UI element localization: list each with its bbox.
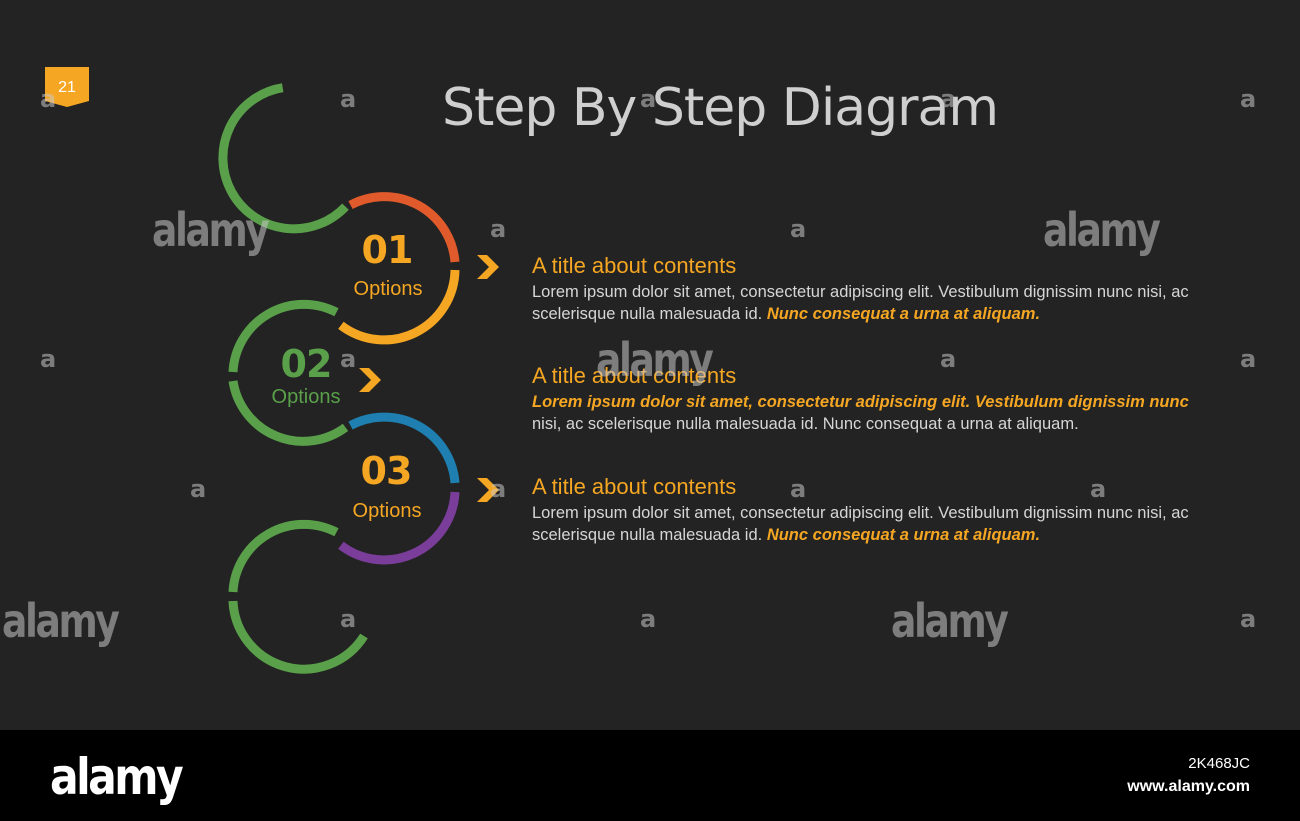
step-01-title: A title about contents — [532, 253, 737, 278]
footer-url[interactable]: www.alamy.com — [1127, 778, 1250, 795]
slide-title: Step By Step Diagram — [441, 78, 999, 138]
watermark-small: a — [190, 475, 207, 503]
ring-top — [218, 83, 349, 234]
step-03-label: Options — [352, 500, 422, 522]
step-01-highlight: Nunc consequat a urna at aliquam. — [766, 305, 1041, 323]
step-03-text: Lorem ipsum dolor sit amet, consectetur … — [532, 504, 1189, 544]
step-03-highlight: Nunc consequat a urna at aliquam. — [766, 526, 1041, 544]
watermark-small: a — [340, 345, 357, 373]
step-01-label: Options — [353, 278, 423, 300]
step-02-label: Options — [271, 386, 341, 408]
watermark-small: a — [40, 345, 57, 373]
ring-03-top — [348, 412, 460, 484]
ring-01-top — [348, 192, 460, 263]
ring-02-bottom — [228, 380, 349, 446]
watermark-small: a — [940, 85, 957, 113]
chevron-right-icon — [477, 478, 499, 502]
step-02-description: Lorem ipsum dolor sit amet, consectetur … — [532, 391, 1212, 435]
step-02-number: 02 — [280, 342, 333, 386]
image-id: 2K468JC — [1188, 755, 1250, 772]
watermark: alamy — [152, 203, 270, 257]
watermark-small: a — [1240, 605, 1257, 633]
step-01-content: A title about contents Lorem ipsum dolor… — [532, 253, 1212, 325]
watermark-small: a — [1240, 345, 1257, 373]
footer-logo: alamy — [50, 748, 184, 806]
step-03-number: 03 — [360, 449, 413, 493]
watermark-small: a — [640, 85, 657, 113]
footer-bar: alamy 2K468JC www.alamy.com — [0, 730, 1300, 821]
chevron-right-icon — [477, 255, 499, 279]
watermark-small: a — [790, 215, 807, 243]
step-01-description: Lorem ipsum dolor sit amet, consectetur … — [532, 281, 1212, 325]
ring-03-bottom — [338, 491, 460, 565]
step-03-content: A title about contents Lorem ipsum dolor… — [532, 474, 1212, 546]
step-02-content: A title about contents Lorem ipsum dolor… — [532, 363, 1212, 435]
step-03-description: Lorem ipsum dolor sit amet, consectetur … — [532, 502, 1212, 546]
watermark-small: a — [490, 215, 507, 243]
step-01-number: 01 — [361, 228, 414, 272]
step-01-text: Lorem ipsum dolor sit amet, consectetur … — [532, 283, 1189, 323]
ring-bottom-top — [228, 519, 339, 593]
ring-01-bottom — [338, 269, 460, 345]
watermark-small: a — [1090, 475, 1107, 503]
step-diagram — [218, 83, 460, 674]
step-02-text: nisi, ac scelerisque nulla malesuada id.… — [532, 415, 1079, 433]
page-number-badge: 21 — [45, 67, 89, 107]
watermark-small: a — [1240, 85, 1257, 113]
ring-02-top — [228, 299, 339, 373]
watermark-small: a — [790, 475, 807, 503]
step-03-title: A title about contents — [532, 474, 737, 499]
watermark: alamy — [596, 333, 714, 387]
slide: 21 Step By Step Diagram 01 Options 02 Op… — [2, 67, 1257, 674]
bookmark-icon — [45, 67, 89, 107]
watermark-small: a — [340, 85, 357, 113]
watermark-small: a — [940, 345, 957, 373]
watermark-small: a — [490, 475, 507, 503]
watermark-small: a — [340, 605, 357, 633]
watermark: alamy — [2, 594, 120, 648]
watermark: alamy — [891, 594, 1009, 648]
chevron-right-icon — [359, 368, 381, 392]
step-02-highlight: Lorem ipsum dolor sit amet, consectetur … — [532, 393, 1189, 411]
watermark: alamy — [1043, 203, 1161, 257]
watermark-small: a — [40, 85, 57, 113]
watermark-small: a — [640, 605, 657, 633]
page-number: 21 — [58, 79, 76, 96]
ring-bottom-bottom — [228, 600, 368, 674]
step-02-title: A title about contents — [532, 363, 737, 388]
